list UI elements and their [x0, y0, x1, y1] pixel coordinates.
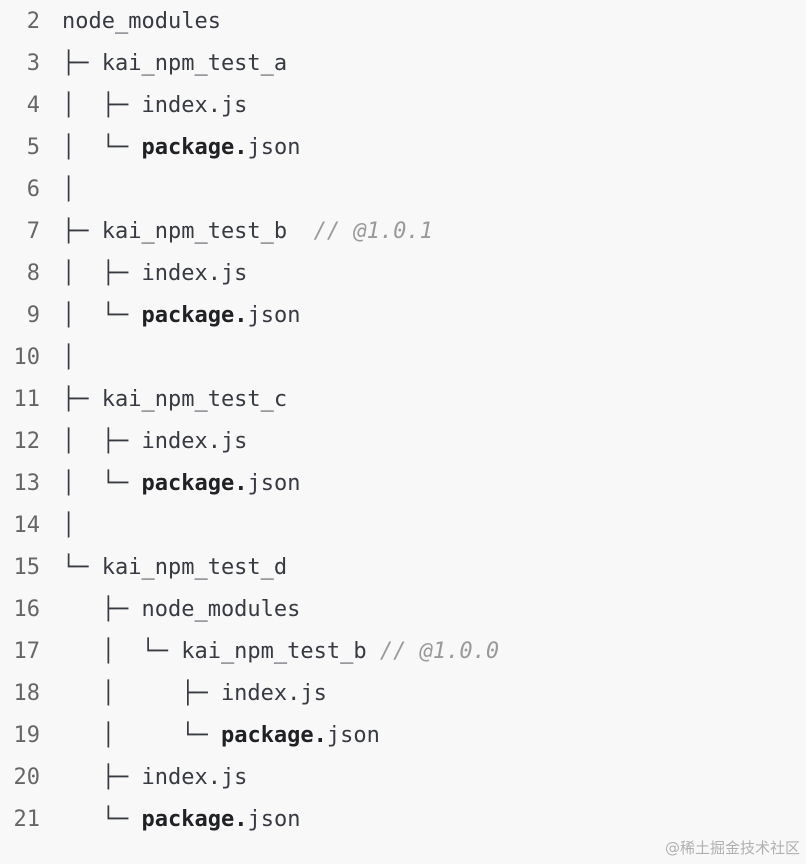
watermark: @稀土掘金技术社区: [664, 839, 800, 857]
line-number: 5: [26, 134, 40, 160]
code-text: ├─ node_modules: [62, 596, 301, 622]
code-keyword: package.: [141, 134, 248, 160]
code-text: ├─ kai_npm_test_a: [62, 50, 288, 76]
code-comment: // @1.0.0: [379, 638, 500, 664]
line-content: │: [62, 513, 75, 538]
line-content: │ ├─ index.js: [62, 681, 327, 706]
code-text: │: [62, 176, 76, 202]
line-number: 21: [13, 806, 41, 832]
code-line: 9 │ └─ package.json: [0, 294, 806, 336]
line-content: ├─ kai_npm_test_b // @1.0.1: [62, 219, 433, 244]
code-text: │: [62, 344, 76, 370]
code-text-after: json: [247, 134, 301, 160]
code-keyword: package.: [141, 806, 248, 832]
line-number: 3: [26, 50, 40, 76]
line-content: │ ├─ index.js: [62, 429, 247, 454]
code-line: 4 │ ├─ index.js: [0, 84, 806, 126]
code-text: │ └─: [62, 470, 142, 496]
code-line: 8 │ ├─ index.js: [0, 252, 806, 294]
code-text: │ ├─ index.js: [62, 428, 248, 454]
line-content: │ └─ package.json: [62, 471, 300, 496]
line-number: 7: [26, 218, 40, 244]
code-line: 6 │: [0, 168, 806, 210]
code-line: 21 └─ package.json: [0, 798, 806, 840]
code-text: │ └─ kai_npm_test_b: [62, 638, 380, 664]
line-number: 9: [26, 302, 40, 328]
code-text: └─ kai_npm_test_d: [62, 554, 288, 580]
line-content: │ ├─ index.js: [62, 93, 247, 118]
code-text: │ └─: [62, 302, 142, 328]
code-text: └─: [62, 806, 142, 832]
code-text: ├─ kai_npm_test_b: [62, 218, 314, 244]
line-number: 20: [13, 764, 41, 790]
line-content: ├─ kai_npm_test_a: [62, 51, 287, 76]
line-content: ├─ index.js: [62, 764, 248, 790]
code-line: 13 │ └─ package.json: [0, 462, 806, 504]
code-line: 20 ├─ index.js: [0, 756, 806, 798]
line-content: │: [62, 177, 75, 202]
code-line: 10 │: [0, 336, 806, 378]
code-text-after: json: [247, 302, 301, 328]
code-text: node_modules: [62, 8, 221, 34]
code-line: 15 └─ kai_npm_test_d: [0, 546, 806, 588]
code-keyword: package.: [141, 470, 248, 496]
code-line: 7 ├─ kai_npm_test_b // @1.0.1: [0, 210, 806, 252]
code-text: │: [62, 512, 76, 538]
code-line: 19 │ └─ package.json: [0, 714, 806, 756]
code-text: │ └─: [62, 134, 142, 160]
line-content: │ └─ package.json: [62, 303, 300, 328]
line-content: │ └─ package.json: [62, 723, 380, 748]
line-number: 14: [13, 512, 41, 538]
code-text-after: json: [247, 806, 301, 832]
line-number: 16: [13, 596, 41, 622]
code-text-after: json: [247, 470, 301, 496]
code-text: │ ├─ index.js: [62, 680, 327, 706]
code-text: ├─ kai_npm_test_c: [62, 386, 288, 412]
code-text-after: json: [326, 722, 380, 748]
line-content: node_modules: [62, 9, 221, 34]
code-comment: // @1.0.1: [313, 218, 433, 244]
line-content: ├─ kai_npm_test_c: [62, 387, 287, 412]
line-number: 19: [13, 722, 41, 748]
code-line: 12 │ ├─ index.js: [0, 420, 806, 462]
code-text: ├─ index.js: [62, 764, 248, 790]
code-line: 3 ├─ kai_npm_test_a: [0, 42, 806, 84]
line-number: 15: [13, 554, 41, 580]
line-number: 18: [13, 680, 41, 706]
line-content: │ └─ kai_npm_test_b // @1.0.0: [62, 639, 499, 664]
line-number: 4: [26, 92, 40, 118]
line-number: 13: [13, 470, 41, 496]
code-line: 5 │ └─ package.json: [0, 126, 806, 168]
code-line: 18 │ ├─ index.js: [0, 672, 806, 714]
line-number: 2: [26, 8, 40, 34]
code-line: 11 ├─ kai_npm_test_c: [0, 378, 806, 420]
line-content: │ └─ package.json: [62, 135, 300, 160]
code-line: 16 ├─ node_modules: [0, 588, 806, 630]
line-content: │ ├─ index.js: [62, 261, 247, 286]
code-line: 17 │ └─ kai_npm_test_b // @1.0.0: [0, 630, 806, 672]
code-text: │ ├─ index.js: [62, 260, 248, 286]
line-content: ├─ node_modules: [62, 596, 301, 622]
code-line: 14 │: [0, 504, 806, 546]
line-number: 8: [26, 260, 40, 286]
line-content: └─ kai_npm_test_d: [62, 555, 287, 580]
line-number: 10: [13, 344, 41, 370]
code-keyword: package.: [141, 302, 248, 328]
code-line: 2 node_modules: [0, 0, 806, 42]
line-number: 17: [13, 638, 41, 664]
code-keyword: package.: [220, 722, 327, 748]
line-number: 11: [13, 386, 41, 412]
code-text: │ ├─ index.js: [62, 92, 248, 118]
line-number: 6: [26, 176, 40, 202]
line-content: └─ package.json: [62, 806, 301, 832]
line-number: 12: [13, 428, 41, 454]
line-content: │: [62, 345, 75, 370]
code-text: │ └─: [62, 722, 221, 748]
